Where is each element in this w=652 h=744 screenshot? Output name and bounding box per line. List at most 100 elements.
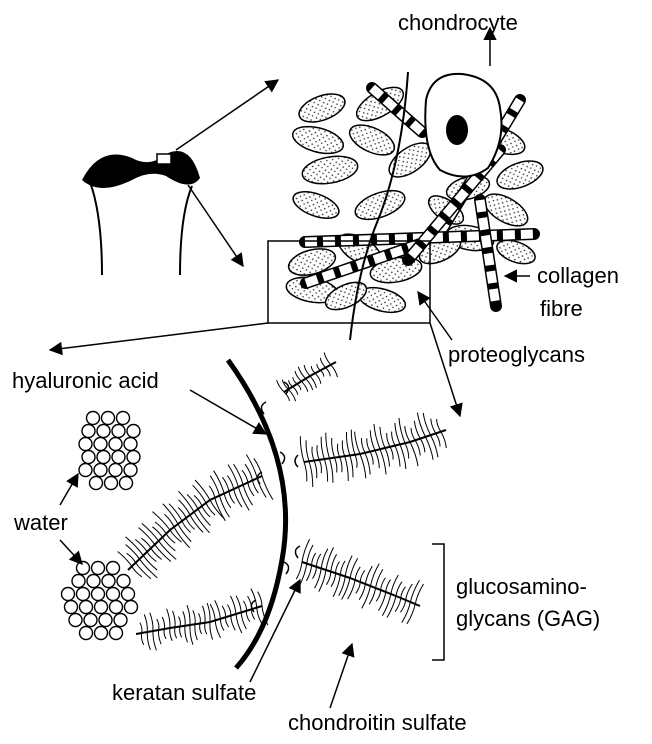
gag-chain xyxy=(302,539,310,562)
gag-chain xyxy=(162,617,164,629)
gag-core-protein xyxy=(302,562,420,606)
gag-chain xyxy=(147,632,150,650)
water-molecule xyxy=(82,425,95,438)
gag-chain xyxy=(387,433,390,447)
gag-chain xyxy=(143,555,157,570)
water-arrow-lower xyxy=(60,540,82,564)
gag-chain xyxy=(333,575,340,597)
gag-chain xyxy=(175,627,177,638)
gag-chain xyxy=(236,614,242,633)
gag-chain xyxy=(207,603,210,622)
proteoglycan-blob xyxy=(290,186,343,223)
gag-chain xyxy=(258,592,262,606)
gag-chain xyxy=(253,480,259,493)
gag-chain xyxy=(400,600,405,612)
gag-chain xyxy=(173,611,176,627)
label-chondroitin-sulfate: chondroitin sulfate xyxy=(288,710,467,735)
water-molecule xyxy=(109,464,122,477)
gag-chain xyxy=(296,562,302,579)
water-molecule xyxy=(84,614,97,627)
gag-chain xyxy=(228,464,238,486)
water-molecule xyxy=(112,425,125,438)
gag-chain xyxy=(346,432,349,455)
gag-chain xyxy=(324,459,327,481)
gag-chain xyxy=(179,500,190,515)
gag-chain xyxy=(326,572,330,585)
gag-chain xyxy=(415,584,423,604)
gag-chain xyxy=(395,423,400,444)
gag-chain xyxy=(342,440,344,456)
gag-chain xyxy=(375,450,379,468)
water-molecule xyxy=(79,438,92,451)
water-molecule xyxy=(77,562,90,575)
chondroitin-sulfate-arrow xyxy=(330,644,352,708)
gag-chain xyxy=(324,352,331,364)
gag-chain xyxy=(187,494,198,509)
water-molecule xyxy=(95,627,108,640)
chondrocyte-cell xyxy=(425,74,501,177)
gag-chain xyxy=(136,563,151,579)
gag-chain xyxy=(185,626,188,643)
gag-chain xyxy=(312,447,314,461)
gag-chain xyxy=(315,373,321,384)
gag-chain xyxy=(441,432,446,448)
gag-chain xyxy=(234,489,242,507)
water-molecule xyxy=(110,601,123,614)
gag-chain xyxy=(227,605,230,616)
water-molecule xyxy=(94,464,107,477)
gag-chain xyxy=(293,387,298,395)
gag-chain xyxy=(401,587,406,598)
gag-chain xyxy=(205,623,207,635)
gag-chain xyxy=(226,617,229,627)
water-molecule xyxy=(79,464,92,477)
gag-chain xyxy=(410,442,418,466)
gag-chain xyxy=(400,444,406,469)
gag-chain xyxy=(298,367,305,379)
gag-chain xyxy=(229,491,235,503)
gag-chain xyxy=(214,471,225,494)
gag-chain xyxy=(329,458,333,482)
gag-chain xyxy=(234,464,244,485)
proteoglycan-blob xyxy=(300,152,360,187)
gag-chain xyxy=(369,588,375,604)
gag-chain xyxy=(222,606,226,617)
label-gag-line2: glycans (GAG) xyxy=(456,606,600,631)
water-molecule xyxy=(127,451,140,464)
gag-chain xyxy=(376,590,380,601)
gag-chain xyxy=(236,596,241,613)
water-molecule xyxy=(80,601,93,614)
gag-chain xyxy=(155,545,171,562)
gag-chain xyxy=(246,455,257,479)
water-molecule xyxy=(124,464,137,477)
label-fibre: fibre xyxy=(540,296,583,321)
label-proteoglycans: proteoglycans xyxy=(448,342,585,367)
gag-chain xyxy=(157,619,159,630)
water-molecule xyxy=(105,477,118,490)
water-molecule xyxy=(122,588,135,601)
water-molecules xyxy=(62,412,141,640)
water-molecule xyxy=(92,588,105,601)
gag-chain xyxy=(385,448,389,466)
water-molecule xyxy=(112,451,125,464)
gag-chain xyxy=(380,427,385,448)
water-molecule xyxy=(107,588,120,601)
gag-chain xyxy=(436,433,440,446)
gag-chain xyxy=(320,358,325,368)
gag-chain xyxy=(309,461,313,487)
proteoglycan-blob xyxy=(295,89,348,128)
gag-chain xyxy=(297,384,301,390)
gag-chain xyxy=(340,561,345,575)
gag-chain xyxy=(162,537,175,551)
gag-chain xyxy=(411,428,415,440)
gag-chain xyxy=(200,624,202,634)
gag-chain xyxy=(380,449,386,474)
gag-chain xyxy=(367,438,370,451)
gag-chain xyxy=(316,554,320,567)
water-molecule xyxy=(62,588,75,601)
gag-chain xyxy=(350,455,353,477)
hyaluronic-acid-arrow xyxy=(190,390,266,434)
gag-chain xyxy=(222,477,228,491)
link-protein-hooks xyxy=(251,382,300,612)
gag-chain xyxy=(304,462,307,481)
water-molecule xyxy=(124,438,137,451)
